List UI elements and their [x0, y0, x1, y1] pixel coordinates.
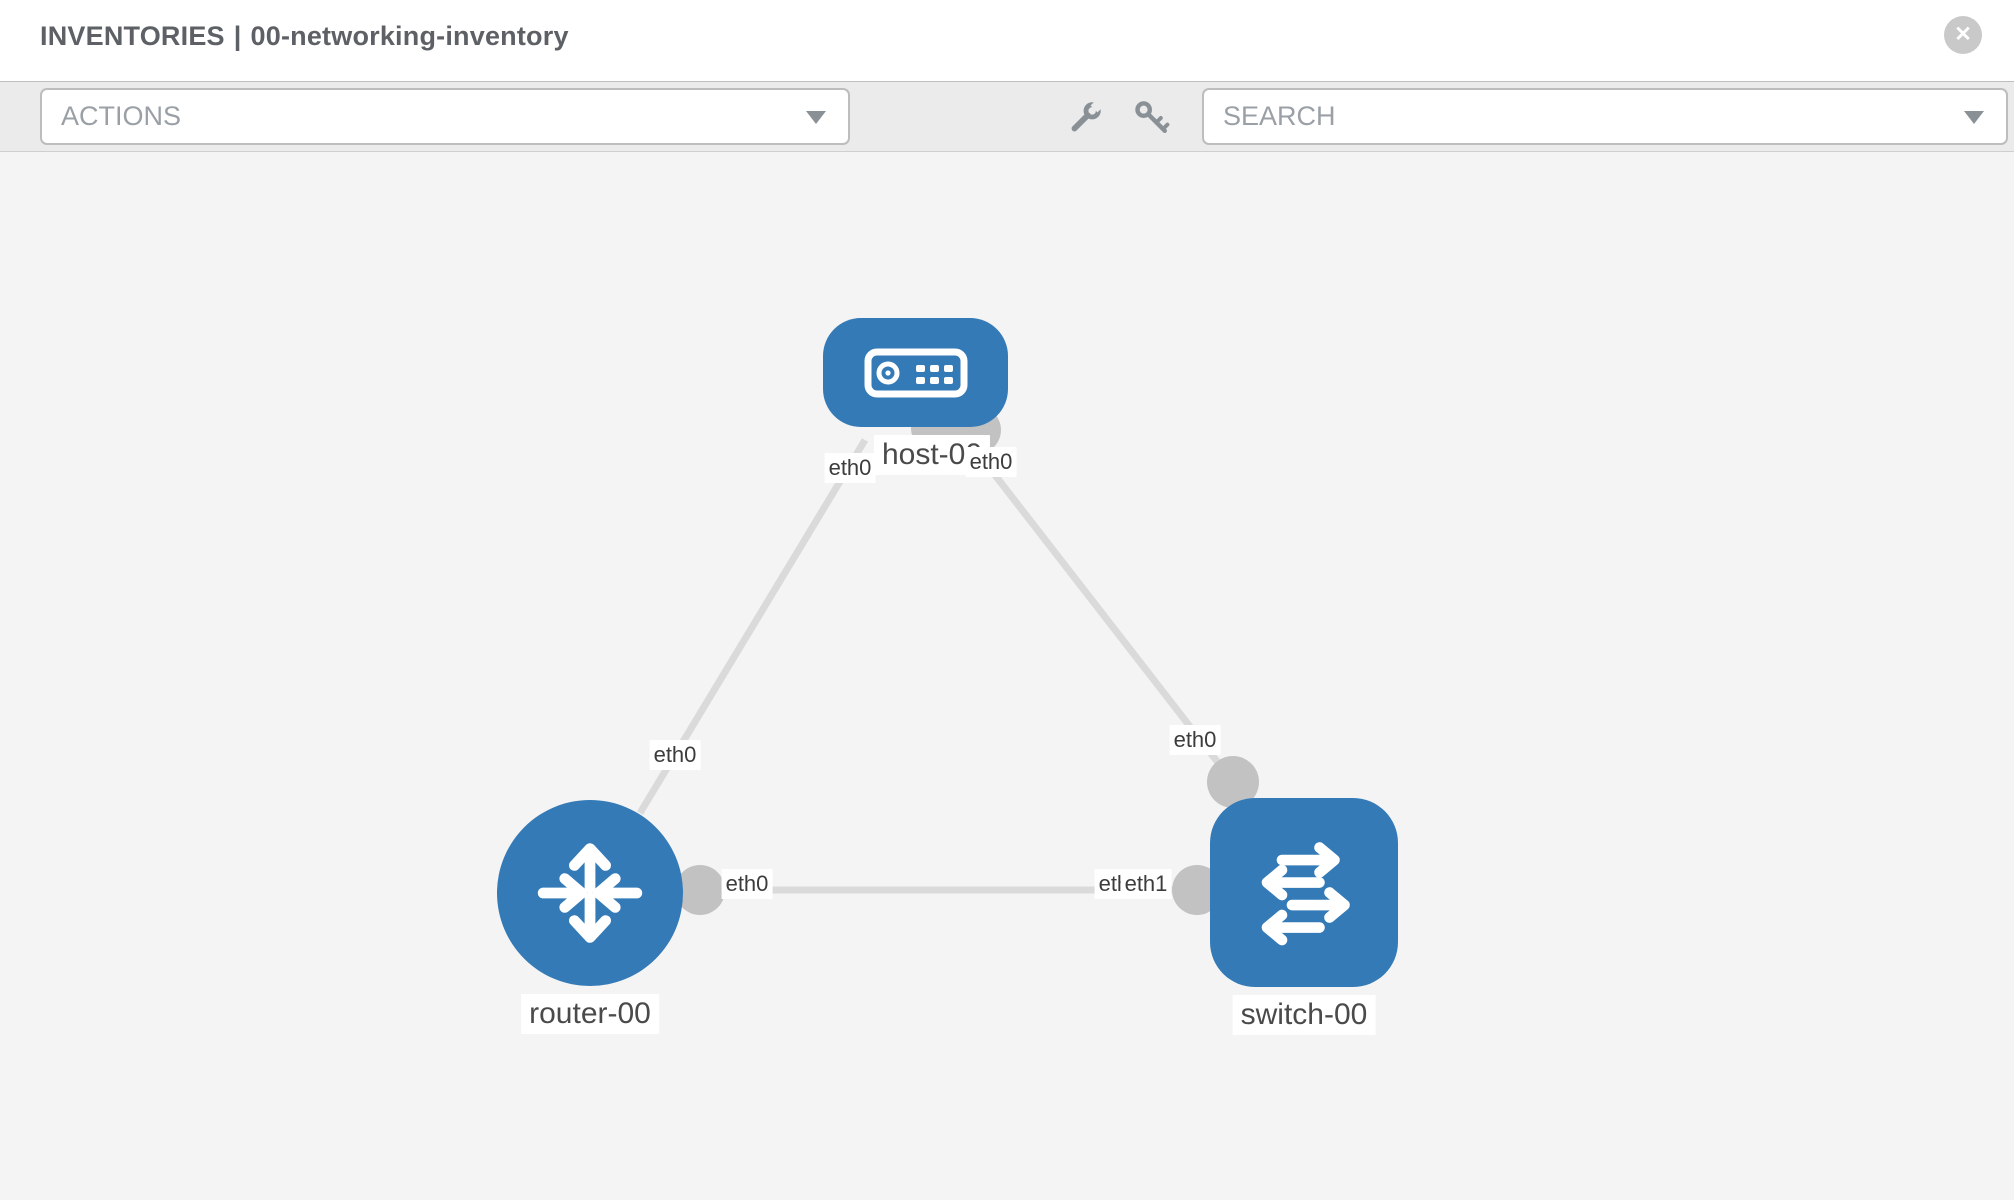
node-switch-00[interactable] — [1210, 798, 1398, 987]
interface-label-switch-left-eth1: eth1 — [1120, 869, 1172, 899]
chevron-down-icon — [1964, 111, 1984, 124]
interface-connector — [1172, 865, 1222, 915]
node-router-00[interactable] — [497, 800, 683, 986]
toolbar: ACTIONS SEARCH — [0, 81, 2014, 152]
chevron-down-icon — [806, 111, 826, 124]
title-separator: | — [233, 21, 242, 51]
links-layer — [637, 404, 1259, 915]
link-host-switch — [957, 427, 1236, 785]
router-arrows-icon — [537, 843, 643, 943]
interface-connector — [675, 865, 725, 915]
interface-label-host-right: eth0 — [965, 447, 1017, 477]
page-title: INVENTORIES | 00-networking-inventory — [40, 0, 578, 72]
header: INVENTORIES | 00-networking-inventory ✕ — [0, 0, 2014, 81]
actions-dropdown-label: ACTIONS — [61, 101, 182, 131]
interface-label-host-left: eth0 — [824, 453, 876, 483]
topology-canvas[interactable]: host-00 router-00 switch-00 eth0 eth0 et… — [0, 152, 2014, 1200]
node-label-router: router-00 — [521, 994, 659, 1034]
interface-label-router-uplink: eth0 — [649, 740, 701, 770]
switch-arrows-icon — [1261, 842, 1350, 946]
search-dropdown-label: SEARCH — [1223, 101, 1336, 131]
inventory-name: 00-networking-inventory — [250, 21, 569, 51]
node-label-switch: switch-00 — [1232, 995, 1376, 1035]
actions-dropdown[interactable]: ACTIONS — [40, 88, 850, 145]
breadcrumb-inventories[interactable]: INVENTORIES — [40, 21, 225, 51]
wrench-icon[interactable] — [1063, 96, 1107, 140]
interface-label-router-right: eth0 — [721, 869, 773, 899]
node-host-00[interactable] — [823, 318, 1008, 427]
search-dropdown[interactable]: SEARCH — [1202, 88, 2008, 145]
interface-label-switch-top: eth0 — [1169, 725, 1221, 755]
node-label-host: host-00 — [873, 435, 991, 475]
key-icon[interactable] — [1130, 96, 1174, 140]
interface-connector — [1207, 756, 1259, 808]
close-icon[interactable]: ✕ — [1944, 16, 1982, 54]
server-icon — [864, 348, 967, 397]
